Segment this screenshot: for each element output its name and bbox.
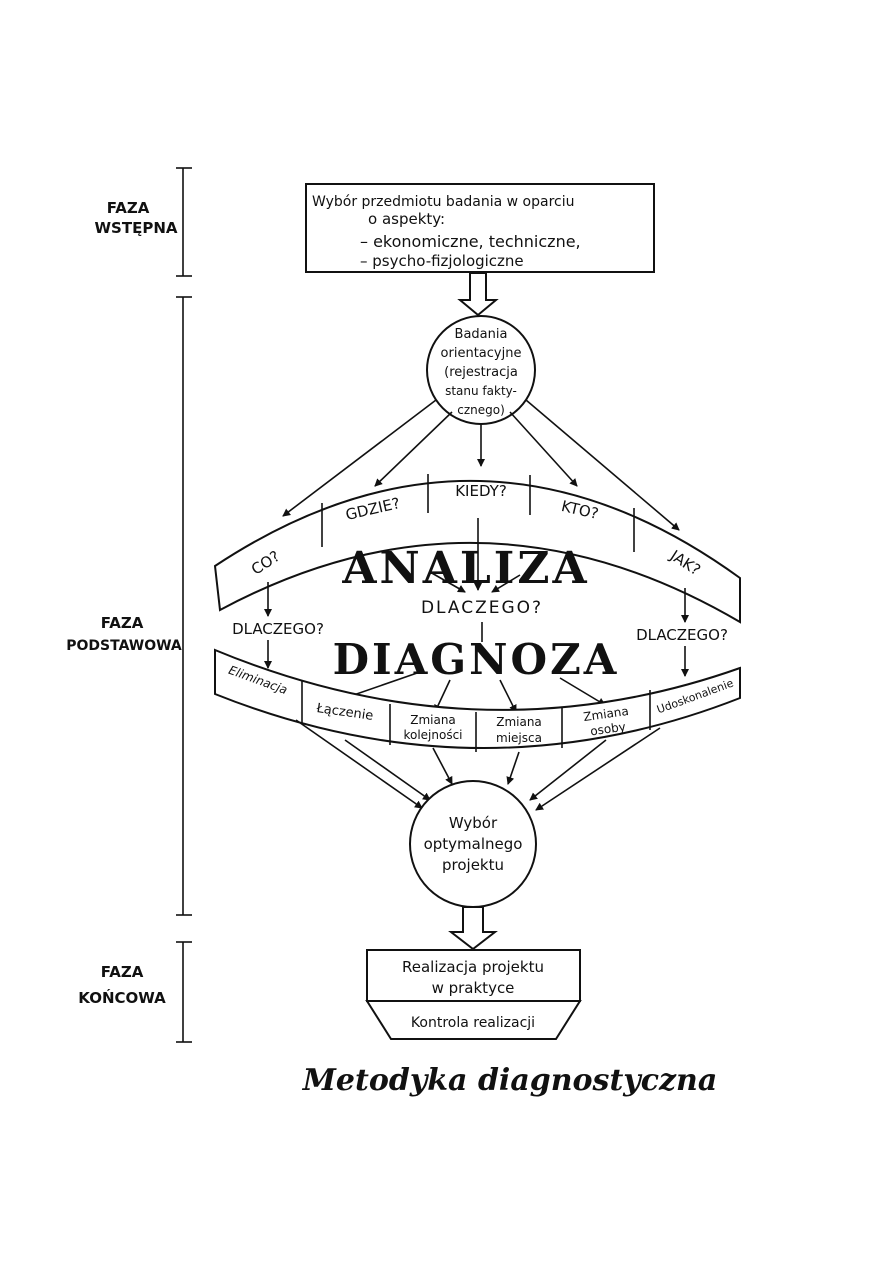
action-change-person-line1: Zmiana	[582, 704, 629, 724]
action-change-order-line2: kolejności	[403, 728, 462, 742]
control-text: Kontrola realizacji	[411, 1015, 535, 1031]
action-change-person-line2: osoby	[589, 720, 626, 739]
circle-to-questions-connectors	[282, 399, 680, 531]
phase-bracket-main	[176, 296, 192, 916]
question-when: KIEDY?	[455, 482, 507, 500]
action-change-order-line1: Zmiana	[410, 713, 456, 727]
phase-initial-line1: FAZA	[107, 199, 150, 217]
phase-final-line2: KOŃCOWA	[78, 988, 166, 1007]
subject-selection-line4: – psycho-fizjologiczne	[360, 252, 524, 270]
phase-main-line2: PODSTAWOWA	[66, 638, 182, 654]
phase-bracket-initial	[176, 167, 192, 277]
phase-main-line1: FAZA	[101, 614, 144, 632]
actions-to-optimal-connectors	[295, 719, 661, 811]
subject-selection-line1: Wybór przedmiotu badania w oparciu	[312, 194, 575, 210]
action-change-place-line1: Zmiana	[496, 715, 542, 729]
realization-line2: w praktyce	[432, 979, 515, 997]
why-right: DLACZEGO?	[636, 626, 728, 644]
phase-initial-line2: WSTĘPNA	[95, 219, 178, 237]
analysis-converging-arrows	[429, 518, 521, 593]
subject-selection-box	[305, 183, 655, 273]
optimal-line1: Wybór	[449, 814, 498, 832]
phase-final-line1: FAZA	[101, 963, 144, 981]
action-change-place-line2: miejsca	[496, 731, 542, 745]
orientation-line2: orientacyjne	[441, 346, 522, 361]
orientation-line3: (rejestracja	[444, 365, 518, 380]
diagnosis-title: DIAGNOZA	[333, 635, 620, 684]
subject-selection-line3: – ekonomiczne, techniczne,	[360, 232, 581, 251]
orientation-line1: Badania	[455, 327, 508, 342]
diagram-caption: Metodyka diagnostyczna	[302, 1063, 718, 1098]
subject-selection-line2: o aspekty:	[368, 210, 445, 228]
realization-line1: Realizacja projektu	[402, 958, 544, 976]
optimal-line2: optymalnego	[424, 835, 523, 853]
control-box	[365, 1000, 582, 1040]
orientation-line4: stanu fakty-	[445, 384, 517, 398]
optimal-line3: projektu	[442, 856, 504, 874]
phase-bracket-final	[176, 941, 192, 1043]
analysis-title: ANALIZA	[341, 543, 589, 594]
why-center: DLACZEGO?	[421, 598, 543, 618]
why-left: DLACZEGO?	[232, 620, 324, 638]
realization-box	[366, 949, 581, 1002]
hollow-arrow-down-icon-2	[448, 906, 498, 951]
hollow-arrow-down-icon	[457, 272, 499, 317]
questions-band	[213, 474, 741, 624]
actions-band	[214, 648, 741, 752]
orientation-line5: cznego)	[457, 403, 505, 417]
